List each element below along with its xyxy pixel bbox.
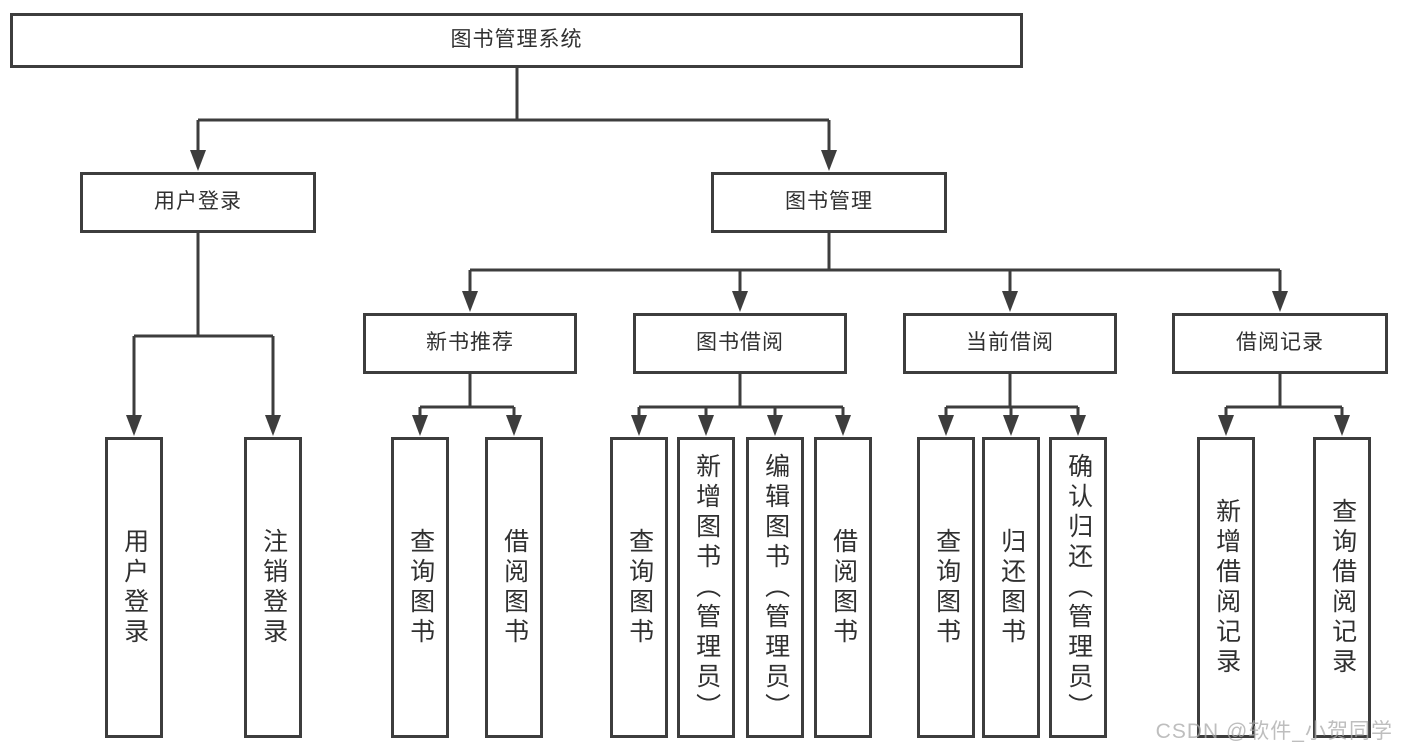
connector-paths xyxy=(132,68,1344,418)
csdn-watermark: CSDN @软件_小贺同学 xyxy=(1155,720,1393,743)
node-user-login: 用户登录 xyxy=(80,172,316,233)
leaf-borrow-books-recommend: 借阅图书 xyxy=(485,437,543,738)
leaf-add-borrow-record: 新增借阅记录 xyxy=(1197,437,1255,738)
node-borrowing-records: 借阅记录 xyxy=(1172,313,1388,374)
leaf-user-login: 用户登录 xyxy=(105,437,163,738)
leaf-confirm-return-admin: 确认归还（管理员） xyxy=(1049,437,1107,738)
node-new-book-recommend: 新书推荐 xyxy=(363,313,577,374)
node-root-system: 图书管理系统 xyxy=(10,13,1023,68)
leaf-query-books-recommend: 查询图书 xyxy=(391,437,449,738)
leaf-return-books: 归还图书 xyxy=(982,437,1040,738)
node-book-borrowing: 图书借阅 xyxy=(633,313,847,374)
leaf-logout: 注销登录 xyxy=(244,437,302,738)
leaf-edit-book-admin: 编辑图书（管理员） xyxy=(746,437,804,738)
arrowheads xyxy=(126,150,1350,436)
leaf-query-borrow-record: 查询借阅记录 xyxy=(1313,437,1371,738)
leaf-borrow-books-borrowing: 借阅图书 xyxy=(814,437,872,738)
leaf-query-books-current: 查询图书 xyxy=(917,437,975,738)
leaf-query-books-borrowing: 查询图书 xyxy=(610,437,668,738)
node-current-borrowing: 当前借阅 xyxy=(903,313,1117,374)
node-book-management: 图书管理 xyxy=(711,172,947,233)
leaf-add-book-admin: 新增图书（管理员） xyxy=(677,437,735,738)
